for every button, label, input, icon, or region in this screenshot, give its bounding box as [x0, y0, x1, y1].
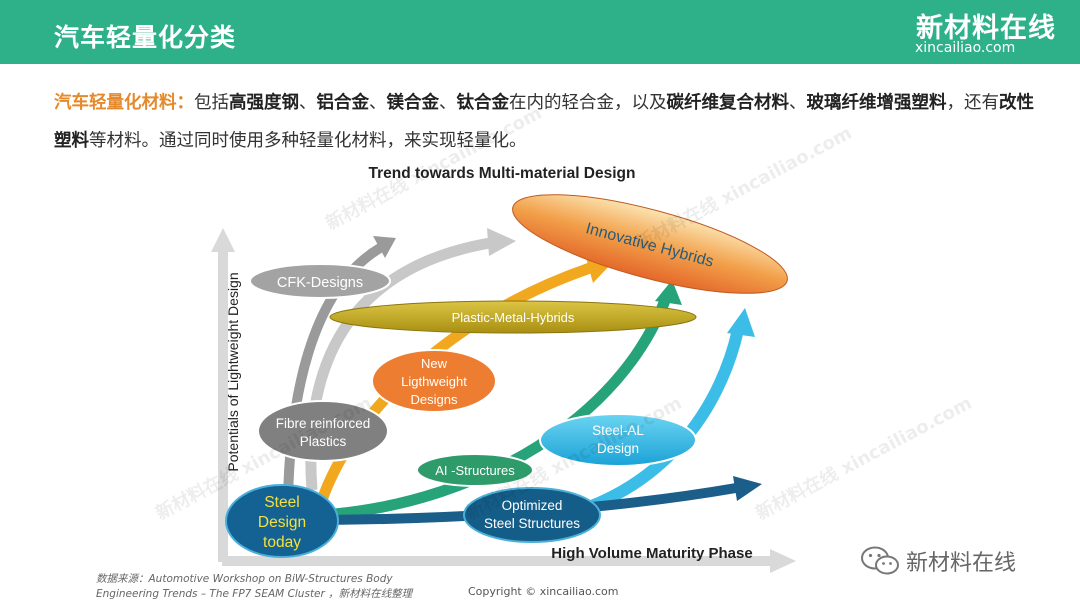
cfk-designs-label: CFK-Designs [277, 275, 363, 291]
page-title: 汽车轻量化分类 [54, 23, 237, 52]
intro-keyword: 钛合金 [456, 93, 510, 113]
y-axis [211, 228, 235, 562]
plastic-metal-hybrids-node: Plastic-Metal-Hybrids [329, 300, 697, 334]
new-lightweight-label: Ligthweight [401, 374, 467, 389]
source-line: 数据来源：Automotive Workshop on BiW-Structur… [96, 573, 393, 585]
intro-text: 等材料。通过同时使用多种轻量化材料，来实现轻量化。 [89, 131, 527, 151]
source-note: 数据来源：Automotive Workshop on BiW-Structur… [96, 572, 412, 602]
optimized-steel-structures-node: Optimized Steel Structures [463, 487, 601, 543]
intro-keyword: 改性塑料 [54, 93, 1034, 151]
logo-text: 新材料在线 [916, 13, 1056, 44]
steel-al-label: Steel-AL [592, 423, 644, 438]
header-bar: 汽车轻量化分类 新材料在线 xincailiao.com [0, 0, 1080, 64]
fibre-reinforced-label: Fibre reinforced [276, 416, 371, 431]
wechat-icon [861, 546, 899, 575]
x-axis [222, 549, 796, 573]
steel-design-today-label: today [263, 534, 301, 551]
cyan-arrow-head [727, 308, 755, 337]
cfk-designs-node: CFK-Designs [249, 263, 391, 299]
al-structures-node: AI -Structures [416, 453, 534, 487]
green-arrow-head [655, 280, 682, 305]
diagram-title: Trend towards Multi-material Design [369, 165, 636, 182]
copyright-text: Copyright © xincailiao.com [468, 585, 619, 598]
logo-url: xincailiao.com [915, 40, 1016, 56]
x-axis-label: High Volume Maturity Phase [551, 545, 752, 562]
optimized-steel-label: Optimized [502, 498, 563, 513]
intro-keyword: 高强度钢 [229, 93, 299, 113]
intro-text: 、 [439, 93, 457, 113]
steel-design-today-node: Steel Design today [225, 484, 339, 558]
gray-arrow-head [487, 228, 516, 256]
intro-text: 、 [299, 93, 317, 113]
intro-heading: 汽车轻量化材料： [54, 93, 194, 113]
fibre-reinforced-label: Plastics [300, 434, 347, 449]
optimized-steel-label: Steel Structures [484, 516, 580, 531]
intro-text: ，还有 [946, 93, 1000, 113]
al-structures-trend-arrow [334, 296, 672, 520]
intro-text: 、 [369, 93, 387, 113]
al-structures-label: AI -Structures [435, 463, 515, 478]
new-lightweight-label: Designs [411, 392, 458, 407]
wechat-label: 新材料在线 [906, 551, 1017, 576]
new-lightweight-designs-node: New Ligthweight Designs [371, 349, 497, 413]
intro-keyword: 碳纤维复合材料 [666, 93, 790, 113]
wechat-badge: 新材料在线 [860, 545, 1016, 577]
navy-arrow-head [733, 476, 762, 501]
y-axis-label: Potentials of Lightweight Design [225, 272, 241, 471]
steel-design-today-label: Design [258, 514, 306, 531]
intro-keyword: 镁合金 [386, 93, 440, 113]
intro-keyword: 铝合金 [316, 93, 370, 113]
steel-design-today-label: Steel [264, 494, 299, 511]
plastic-metal-hybrids-label: Plastic-Metal-Hybrids [452, 310, 575, 325]
watermark-text: 新材料在线 xincailiao.com [632, 122, 855, 255]
intro-text: 包括 [194, 93, 229, 113]
fibre-reinforced-plastics-node: Fibre reinforced Plastics [257, 400, 389, 462]
new-lightweight-label: New [421, 356, 448, 371]
cfk-arrow-head [373, 236, 396, 258]
steel-al-label: Design [597, 441, 639, 456]
source-line: Engineering Trends – The FP7 SEAM Cluste… [96, 588, 413, 600]
intro-text: 、 [789, 93, 807, 113]
intro-paragraph: 汽车轻量化材料：包括高强度钢、铝合金、镁合金、钛合金在内的轻合金，以及碳纤维复合… [54, 84, 1044, 160]
intro-keyword: 玻璃纤维增强塑料 [806, 93, 947, 113]
watermark-text: 新材料在线 xincailiao.com [752, 392, 975, 525]
steel-al-design-node: Steel-AL Design [539, 413, 697, 467]
intro-text: 在内的轻合金，以及 [509, 93, 667, 113]
innovative-hybrids-node: Innovative Hybrids [512, 194, 788, 294]
